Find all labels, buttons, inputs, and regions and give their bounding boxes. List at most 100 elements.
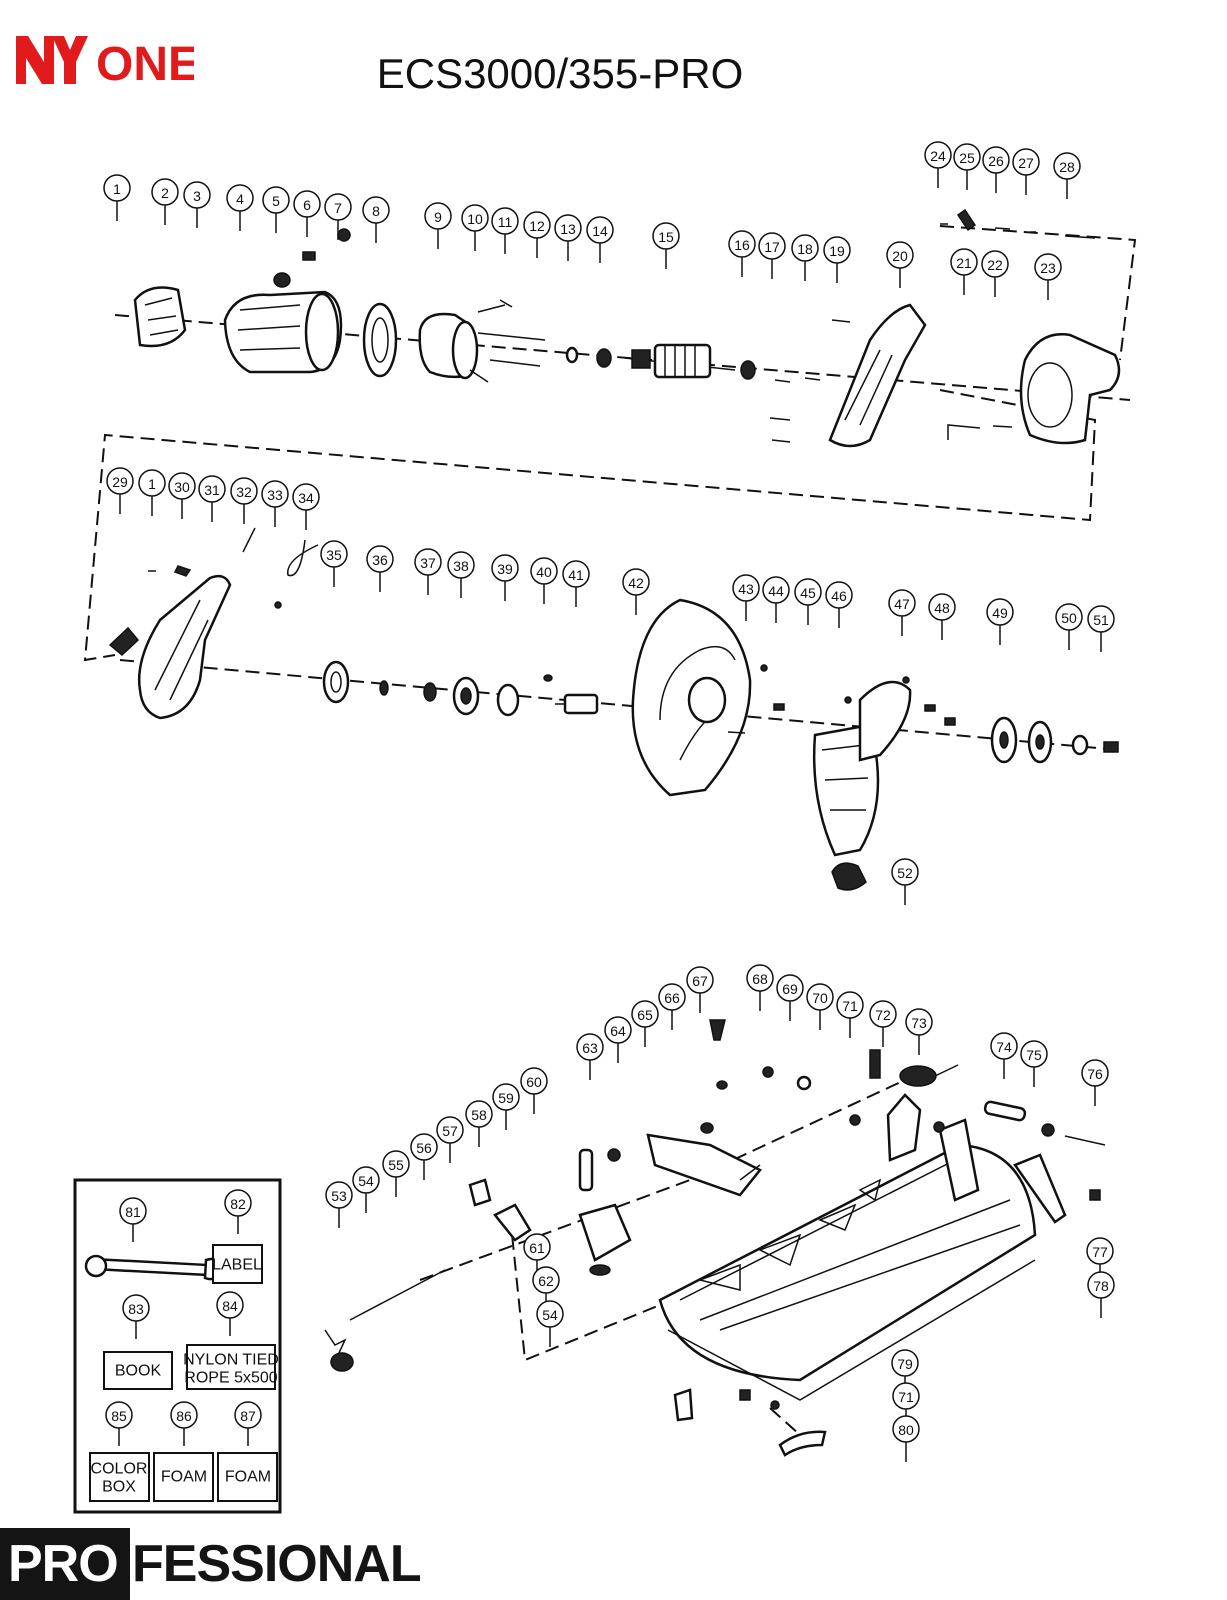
callout-4: 4 xyxy=(226,184,254,231)
callout-22: 22 xyxy=(981,250,1009,297)
callout-circle-63 xyxy=(576,1033,604,1061)
callout-number-25: 25 xyxy=(959,150,975,166)
callout-circle-29 xyxy=(106,467,134,495)
part-bracket-73-region xyxy=(886,1093,980,1202)
callout-number-86: 86 xyxy=(176,1408,192,1424)
part-motor-housing xyxy=(223,290,343,374)
callout-circle-5 xyxy=(262,186,290,214)
callout-number-27: 27 xyxy=(1018,155,1034,171)
callout-number-64: 64 xyxy=(610,1023,626,1039)
callout-45: 45 xyxy=(794,578,822,625)
callout-circle-61 xyxy=(523,1233,551,1261)
callout-number-6: 6 xyxy=(303,197,311,213)
callout-circle-67 xyxy=(686,966,714,994)
callout-circle-62 xyxy=(532,1266,560,1294)
callout-circle-22 xyxy=(981,250,1009,278)
part-vise-jaw-55 xyxy=(468,1178,532,1242)
callout-circle-27 xyxy=(1012,148,1040,176)
callout-71: 71 xyxy=(892,1382,920,1429)
callout-circle-53 xyxy=(325,1181,353,1209)
callout-24: 24 xyxy=(924,141,952,188)
callout-circle-72 xyxy=(869,1000,897,1028)
callout-circle-9 xyxy=(424,202,452,230)
callout-number-41: 41 xyxy=(568,567,584,583)
callout-number-15: 15 xyxy=(658,229,674,245)
callout-number-58: 58 xyxy=(471,1107,487,1123)
callout-number-68: 68 xyxy=(752,971,768,987)
callout-86: 86 xyxy=(170,1401,198,1446)
part-armature xyxy=(624,343,736,379)
callout-48: 48 xyxy=(928,593,956,640)
part-screws-24-28 xyxy=(940,208,1096,239)
callout-71: 71 xyxy=(836,991,864,1038)
callout-circle-24 xyxy=(924,141,952,169)
callout-number-79: 79 xyxy=(897,1356,913,1372)
callout-number-9: 9 xyxy=(434,209,442,225)
callout-number-87: 87 xyxy=(240,1408,256,1424)
callout-number-61: 61 xyxy=(529,1240,545,1256)
callout-number-75: 75 xyxy=(1026,1047,1042,1063)
callout-10: 10 xyxy=(461,204,489,251)
part-fence-64 xyxy=(646,1133,762,1197)
callout-circle-32 xyxy=(230,477,258,505)
callout-74: 74 xyxy=(990,1032,1018,1079)
brand-logo: ONE xyxy=(16,36,194,90)
callout-circle-81 xyxy=(119,1197,147,1225)
callout-circle-38 xyxy=(447,551,475,579)
callout-number-44: 44 xyxy=(768,583,784,599)
book-box-83 xyxy=(103,1351,173,1390)
part-bearing-16 xyxy=(740,360,756,380)
part-bolt-76 xyxy=(1041,1123,1106,1146)
callout-circle-79 xyxy=(891,1349,919,1377)
callout-39: 39 xyxy=(491,554,519,601)
callout-circle-64 xyxy=(604,1016,632,1044)
part-switch-29 xyxy=(108,626,140,657)
part-gear-case-23 xyxy=(1019,333,1121,445)
callout-circle-12 xyxy=(523,211,551,239)
callout-32: 32 xyxy=(230,477,258,524)
callout-number-52: 52 xyxy=(897,865,913,881)
callout-circle-4 xyxy=(226,184,254,212)
callout-number-49: 49 xyxy=(992,605,1008,621)
callout-circle-44 xyxy=(762,576,790,604)
callout-number-38: 38 xyxy=(453,558,469,574)
callout-number-47: 47 xyxy=(894,596,910,612)
callout-circle-37 xyxy=(414,548,442,576)
callout-circle-50 xyxy=(1055,603,1083,631)
footer-brand: PRO FESSIONAL xyxy=(0,1528,422,1600)
callout-80: 80 xyxy=(892,1415,920,1462)
callout-21: 21 xyxy=(950,248,978,295)
callout-number-20: 20 xyxy=(892,248,908,264)
callout-number-72: 72 xyxy=(875,1007,891,1023)
callout-number-34: 34 xyxy=(298,490,314,506)
part-bearing-14 xyxy=(596,348,612,368)
part-ring-36 xyxy=(379,680,389,696)
callout-37: 37 xyxy=(414,548,442,595)
part-pin-75 xyxy=(983,1100,1027,1122)
callout-1: 1 xyxy=(138,469,166,516)
part-washer-62 xyxy=(589,1264,611,1276)
guard-axis-line xyxy=(119,659,1121,751)
footer-rest-text: FESSIONAL xyxy=(132,1535,422,1593)
callout-79: 79 xyxy=(891,1349,919,1396)
callout-number-10: 10 xyxy=(467,211,483,227)
callout-circle-17 xyxy=(758,232,786,260)
page-title: ECS3000/355-PRO xyxy=(376,50,744,97)
callout-circle-51 xyxy=(1087,605,1115,633)
callout-number-54: 54 xyxy=(358,1173,374,1189)
part-handle-31 xyxy=(138,574,232,720)
callout-81: 81 xyxy=(119,1197,147,1242)
part-cable-34 xyxy=(287,539,319,577)
callout-number-81: 81 xyxy=(125,1204,141,1220)
callout-number-59: 59 xyxy=(498,1090,514,1106)
callout-number-63: 63 xyxy=(582,1040,598,1056)
callout-82: 82 xyxy=(224,1189,252,1234)
callout-circle-40 xyxy=(530,557,558,585)
vise-dashed-frame xyxy=(509,1214,661,1362)
callout-circle-1 xyxy=(138,469,166,497)
part-bolt-32 xyxy=(242,527,256,553)
callout-circle-39 xyxy=(491,554,519,582)
callout-54: 54 xyxy=(352,1166,380,1213)
callout-circle-70 xyxy=(806,983,834,1011)
callout-number-78: 78 xyxy=(1093,1278,1109,1294)
